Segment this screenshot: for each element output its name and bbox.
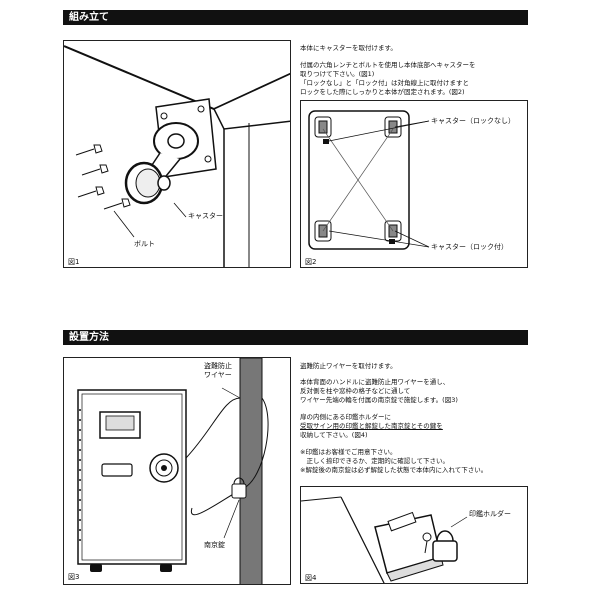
install-note-line: ※解錠後の南京錠は必ず解錠した状態で本体内に入れて下さい。 [300, 466, 488, 474]
figure-1-label: 図1 [68, 258, 80, 266]
install-text-line: 収納して下さい。(図4) [300, 431, 368, 439]
section-header-installation: 設置方法 [63, 330, 528, 345]
install-note-line: 正しく捺印できるか、定期的に確認して下さい。 [300, 457, 450, 465]
install-text-line: 反対側を柱や窓枠の格子などに通して [300, 387, 411, 395]
install-text-line: 盗難防止ワイヤーを取付けます。 [300, 362, 397, 370]
bolt-callout: ボルト [134, 240, 155, 248]
figure-3-label: 図3 [68, 573, 80, 581]
install-text-line: 本体背面のハンドルに盗難防止用ワイヤーを通し、 [300, 378, 450, 386]
figure-2-illustration [308, 110, 430, 250]
figure-4-label: 図4 [305, 574, 317, 582]
wire-callout: 盗難防止 ワイヤー [204, 362, 232, 379]
figure-2: キャスター（ロックなし） キャスター（ロック付） 図2 [300, 100, 528, 268]
install-note-line: ※印鑑はお客様でご用意下さい。 [300, 448, 397, 456]
figure-3: 盗難防止 ワイヤー 南京錠 図3 [63, 357, 291, 585]
assembly-text-line: ロックをした際にしっかりと本体が固定されます。(図2) [300, 88, 465, 96]
padlock-callout: 南京錠 [204, 541, 225, 549]
holder-callout: 印鑑ホルダー [469, 510, 511, 518]
caster-callout: キャスター [188, 212, 223, 220]
assembly-text-line: 付属の六角レンチとボルトを使用し本体底部へキャスターを [300, 61, 476, 69]
assembly-text-line: 取りつけて下さい。(図1) [300, 70, 375, 78]
figure-3-illustration [77, 358, 269, 584]
figure-1: キャスター ボルト 図1 [63, 40, 291, 268]
install-text-line: ワイヤー先端の輪を付属の南京錠で施錠します。(図3) [300, 396, 458, 404]
figure-4-illustration [301, 496, 468, 583]
figure-1-illustration [64, 45, 290, 267]
section-header-assembly: 組み立て [63, 10, 528, 25]
caster-unlocked-callout: キャスター（ロックなし） [431, 117, 515, 125]
caster-locked-callout: キャスター（ロック付） [431, 243, 508, 251]
install-text-line: 受取サイン用の印鑑と解錠した南京錠とその鍵を [300, 422, 443, 430]
figure-4: 印鑑ホルダー 図4 [300, 486, 528, 584]
install-text-line: 扉の内側にある印鑑ホルダーに [300, 413, 391, 421]
assembly-text-line: 「ロックなし」と「ロック付」は対角線上に取付けますと [300, 79, 469, 87]
assembly-text-line: 本体にキャスターを取付けます。 [300, 44, 397, 52]
figure-2-label: 図2 [305, 258, 317, 266]
